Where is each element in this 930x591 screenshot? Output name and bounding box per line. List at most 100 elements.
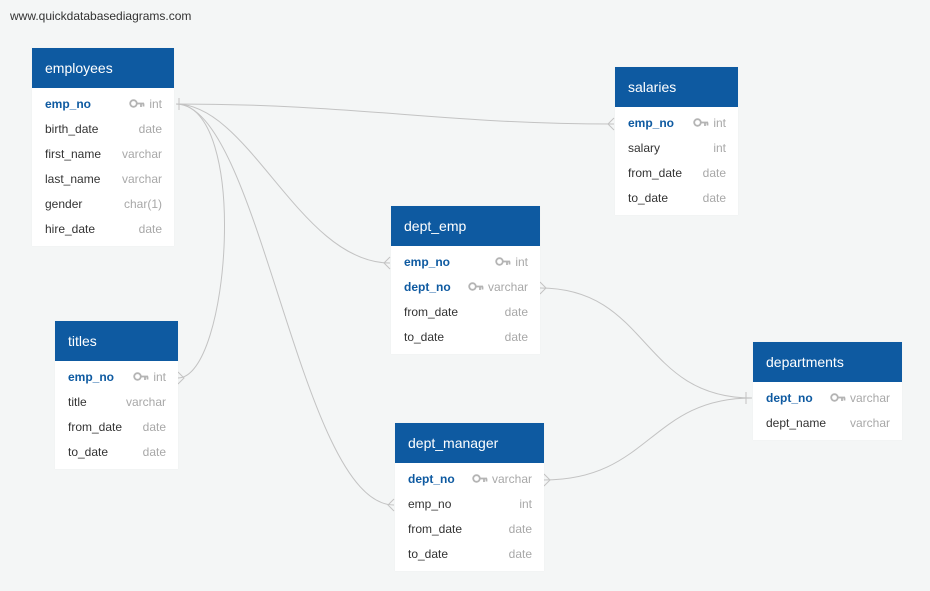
column-type: int [495,250,528,275]
column-name: birth_date [45,122,99,136]
column-name: dept_no [408,472,455,486]
column-name: dept_name [766,416,827,430]
table-title[interactable]: salaries [615,67,738,107]
column-row[interactable]: gender char(1) [32,192,174,217]
table-dept-manager[interactable]: dept_manager dept_no varchar emp_no int from_… [395,423,544,571]
column-name: emp_no [404,255,451,269]
column-row[interactable]: to_date date [395,542,544,567]
key-icon [693,118,709,128]
column-row[interactable]: emp_no int [615,111,738,136]
link-dept-emp-departments [539,287,753,399]
column-row[interactable]: to_date date [391,325,540,350]
column-type: date [508,547,532,561]
column-type: varchar [472,467,532,492]
column-row[interactable]: from_date date [395,517,544,542]
column-row[interactable]: emp_no int [395,492,544,517]
link-employees-salaries [175,103,615,125]
table-title[interactable]: employees [32,48,174,88]
column-name: gender [45,197,83,211]
column-row[interactable]: dept_no varchar [391,275,540,300]
column-row[interactable]: dept_no varchar [753,386,902,411]
key-icon [495,257,511,267]
many-marker-dept-manager-dept [543,473,551,487]
column-type: int [129,92,162,117]
table-title[interactable]: dept_emp [391,206,540,246]
column-type: date [142,445,166,459]
column-row[interactable]: title varchar [55,390,178,415]
column-row[interactable]: dept_name varchar [753,411,902,436]
column-type: int [519,497,532,511]
column-type: date [508,522,532,536]
column-row[interactable]: from_date date [615,161,738,186]
column-name: first_name [45,147,102,161]
column-row[interactable]: to_date date [55,440,178,465]
many-marker-titles [177,371,185,385]
column-row[interactable]: birth_date date [32,117,174,142]
key-icon [129,99,145,109]
key-icon [495,250,511,275]
link-employees-titles [175,103,225,379]
column-row[interactable]: emp_no int [391,250,540,275]
column-type: varchar [849,416,890,430]
key-icon [693,111,709,136]
column-type: date [504,305,528,319]
column-row[interactable]: dept_no varchar [395,467,544,492]
column-type: date [702,166,726,180]
column-name: emp_no [628,116,675,130]
key-icon [472,474,488,484]
column-type: int [133,365,166,390]
column-row[interactable]: last_name varchar [32,167,174,192]
table-title[interactable]: departments [753,342,902,382]
column-name: salary [628,141,661,155]
column-row[interactable]: emp_no int [32,92,174,117]
table-title[interactable]: dept_manager [395,423,544,463]
column-name: dept_no [404,280,451,294]
key-icon [830,386,846,411]
column-name: title [68,395,87,409]
key-icon [129,92,145,117]
table-title[interactable]: titles [55,321,178,361]
column-row[interactable]: from_date date [391,300,540,325]
key-icon [133,365,149,390]
column-name: to_date [404,330,445,344]
column-type: varchar [468,275,528,300]
column-type: int [713,141,726,155]
column-type: varchar [121,172,162,186]
key-icon [830,393,846,403]
column-row[interactable]: salary int [615,136,738,161]
column-type: varchar [125,395,166,409]
column-name: to_date [68,445,109,459]
many-marker-dept-manager-emp [387,498,395,512]
column-name: last_name [45,172,101,186]
link-employees-dept-emp [175,103,391,264]
column-name: emp_no [45,97,92,111]
site-watermark: www.quickdatabasediagrams.com [10,9,192,23]
column-name: to_date [408,547,449,561]
column-name: dept_no [766,391,813,405]
column-type: date [138,122,162,136]
column-name: from_date [408,522,463,536]
column-name: to_date [628,191,669,205]
column-type: varchar [121,147,162,161]
column-name: from_date [628,166,683,180]
column-name: emp_no [408,497,452,511]
column-type: date [504,330,528,344]
column-type: int [693,111,726,136]
column-row[interactable]: first_name varchar [32,142,174,167]
link-dept-manager-departments [543,397,753,481]
column-type: varchar [830,386,890,411]
column-name: from_date [68,420,123,434]
column-name: from_date [404,305,459,319]
column-type: char(1) [123,197,162,211]
many-marker-dept-emp-dept [539,281,547,295]
table-employees[interactable]: employees emp_no int birth_date date first_na… [32,48,174,246]
